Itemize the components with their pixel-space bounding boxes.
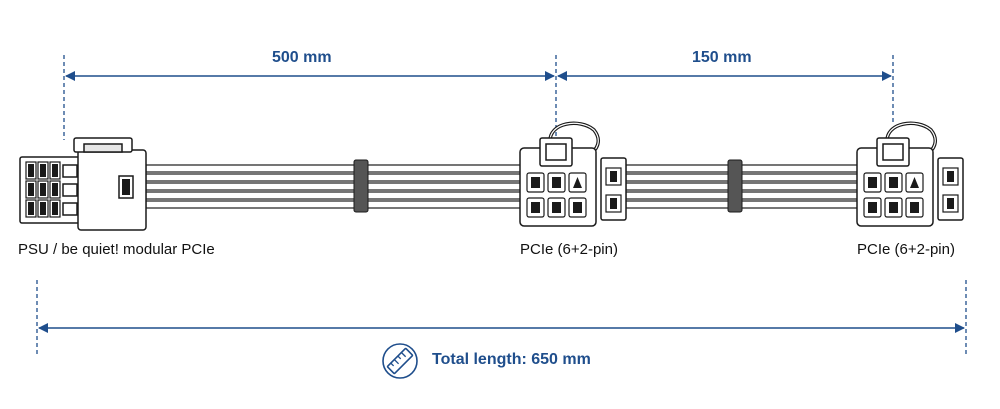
cable-sleeve-2: [727, 159, 743, 213]
dimension-arrows: [38, 71, 965, 333]
total-length-label: Total length: 650 mm: [432, 351, 591, 368]
psu-connector-label: PSU / be quiet! modular PCIe: [18, 241, 215, 258]
pcie-connector-1: [519, 121, 627, 227]
pcie-connector-2-label: PCIe (6+2-pin): [857, 241, 955, 258]
pcie-connector-2: [856, 121, 964, 227]
extension-lines: [36, 55, 967, 355]
cable-segment-1: [145, 164, 523, 209]
cable-sleeve-1: [353, 159, 369, 213]
dimension-label-500: 500 mm: [272, 49, 332, 66]
ruler-icon: [382, 343, 418, 379]
pcie-connector-1-label: PCIe (6+2-pin): [520, 241, 618, 258]
psu-connector: [19, 137, 147, 231]
dimension-label-150: 150 mm: [692, 49, 752, 66]
